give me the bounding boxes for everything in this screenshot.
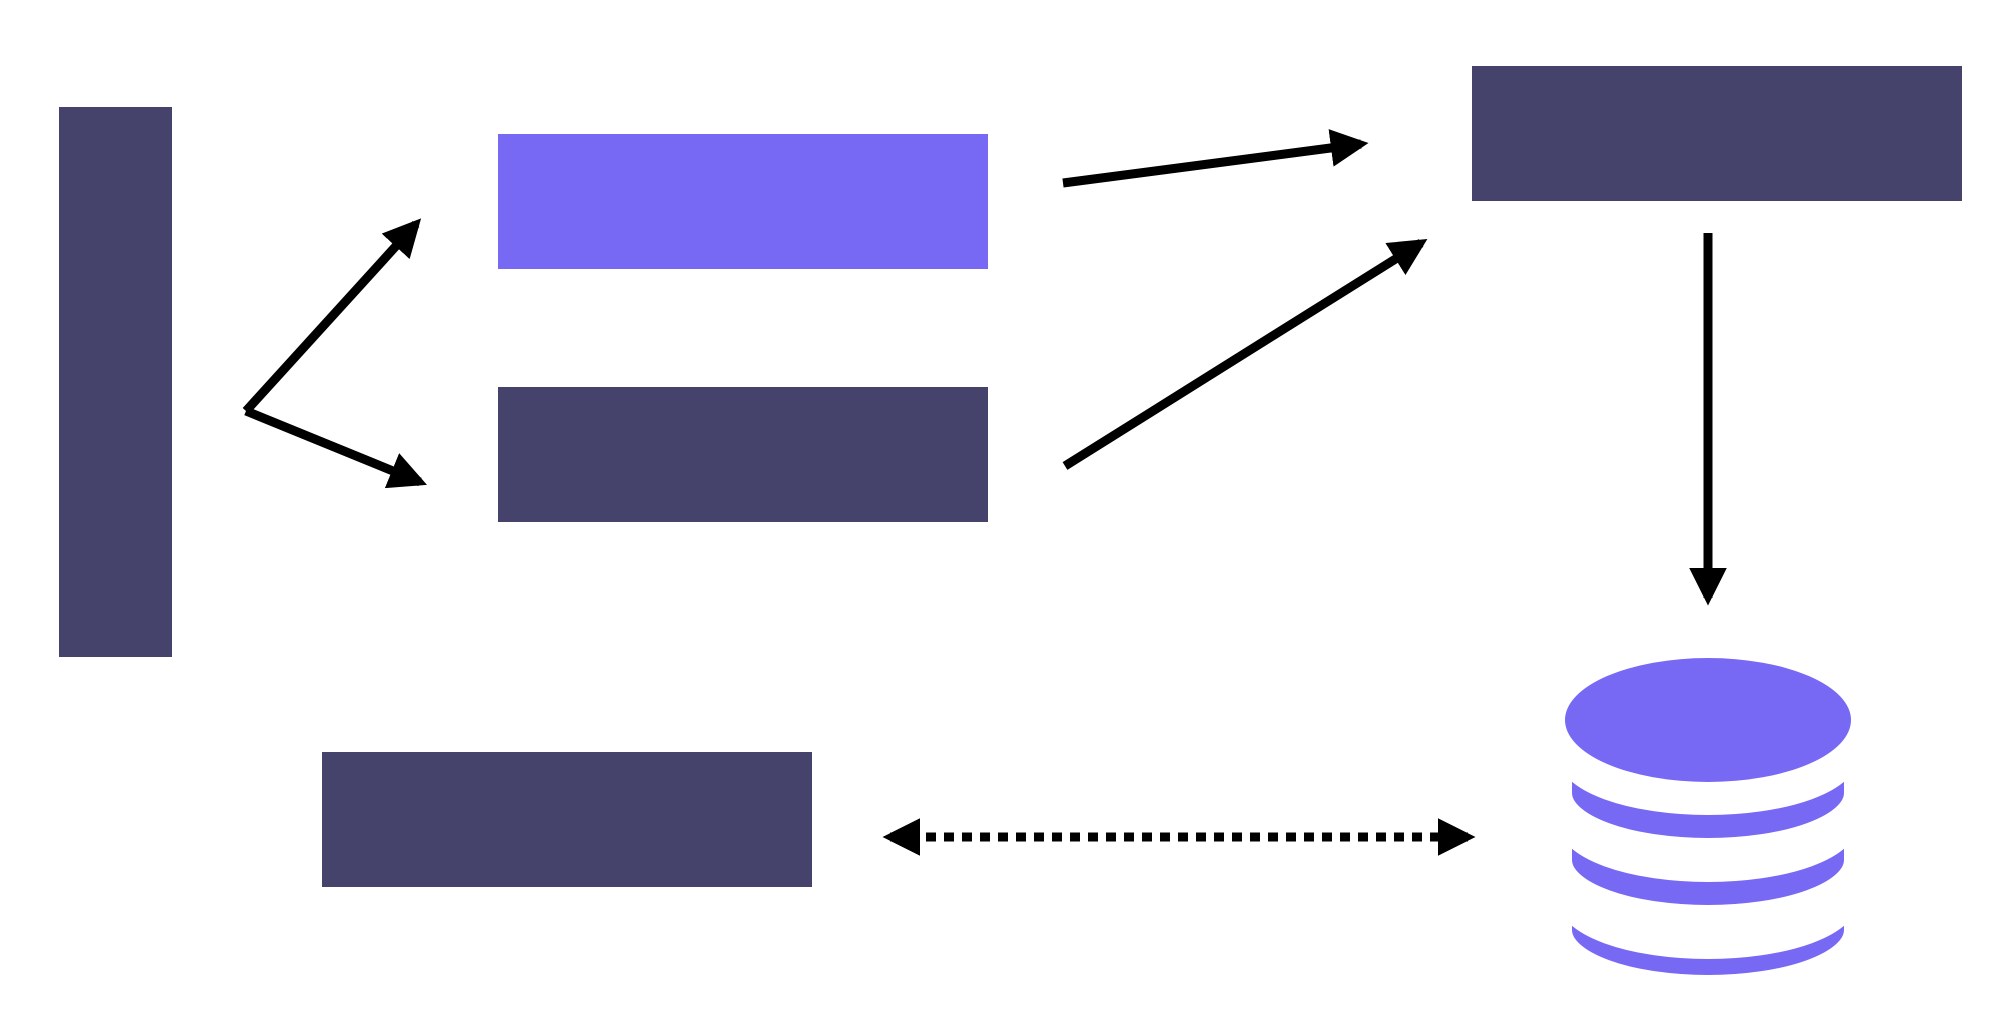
arrow-split-to-top-middle (242, 218, 422, 415)
database-base (1558, 899, 1858, 989)
middle-block (498, 387, 988, 522)
database-icon (1558, 658, 1858, 989)
database-upper-disk (1558, 755, 1858, 852)
arrow-middle-to-top-right (1062, 238, 1428, 470)
arrow-split-to-middle (244, 406, 427, 489)
database-middle-disk (1558, 822, 1858, 919)
top-middle-block (498, 134, 988, 269)
top-right-block (1472, 66, 1962, 201)
bottom-left-block (322, 752, 812, 887)
arrow-top-middle-to-top-right (1062, 129, 1369, 188)
edges (242, 129, 1727, 856)
left-column-block (59, 107, 172, 657)
database-top (1565, 658, 1851, 782)
